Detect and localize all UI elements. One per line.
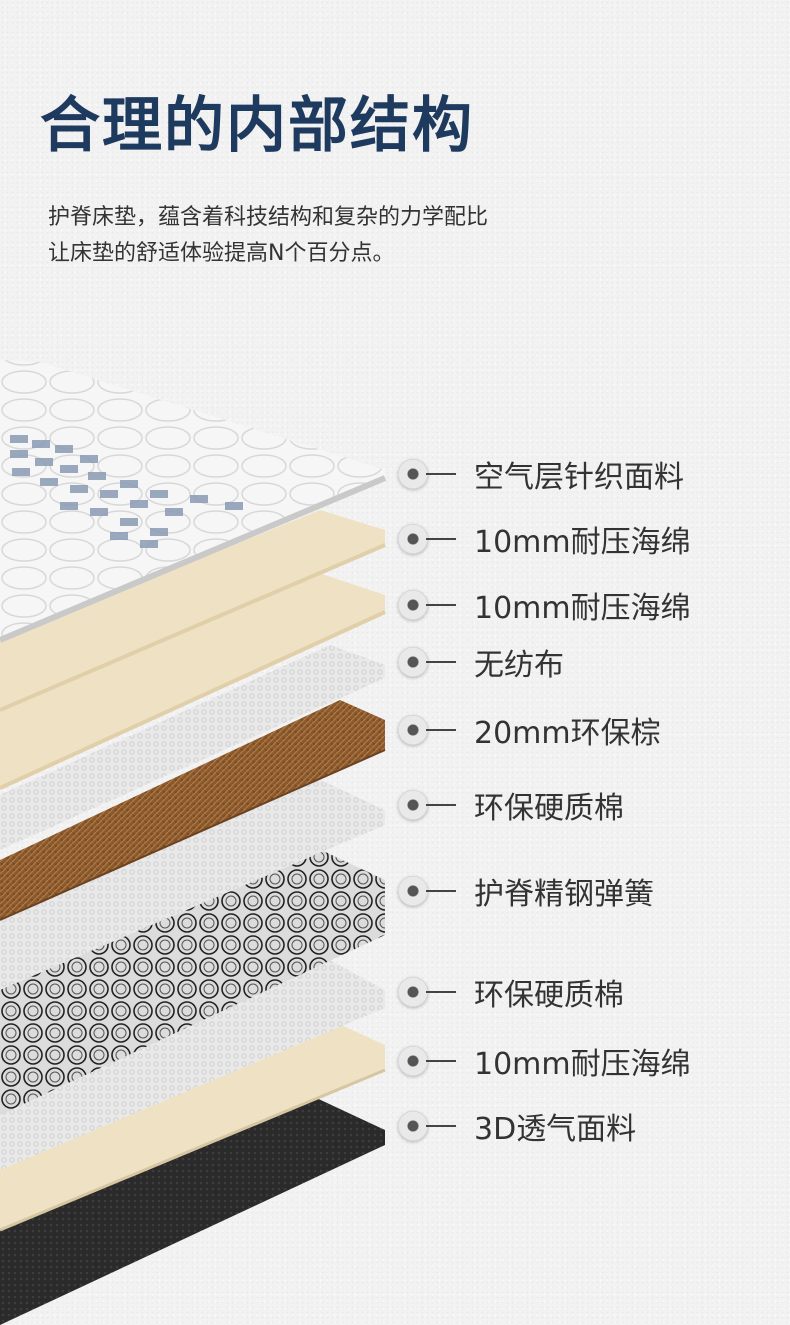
nonwoven-icon bbox=[398, 647, 428, 677]
layer-springs bbox=[0, 840, 385, 1115]
connector-line bbox=[426, 804, 456, 806]
layer-label-row: 护脊精钢弹簧 bbox=[398, 866, 654, 916]
cotton-icon bbox=[398, 790, 428, 820]
layer-label-row: 空气层针织面料 bbox=[398, 449, 684, 499]
page-title: 合理的内部结构 bbox=[40, 91, 474, 161]
connector-line bbox=[426, 538, 456, 540]
subtitle-line-1: 护脊床垫，蕴含着科技结构和复杂的力学配比 bbox=[48, 205, 489, 230]
sponge-icon bbox=[398, 524, 428, 554]
layer-mesh-fabric bbox=[0, 1095, 385, 1325]
layer-nonwoven bbox=[0, 645, 385, 850]
layer-label-row: 3D透气面料 bbox=[398, 1101, 636, 1151]
layer-label-row: 环保硬质棉 bbox=[398, 967, 624, 1017]
mesh-fabric-icon bbox=[398, 1111, 428, 1141]
palm-fiber-icon bbox=[398, 715, 428, 745]
spring-icon bbox=[398, 876, 428, 906]
layer-label: 空气层针织面料 bbox=[474, 460, 684, 495]
layer-label: 3D透气面料 bbox=[474, 1112, 637, 1147]
subtitle-line-2: 让床垫的舒适体验提高N个百分点。 bbox=[48, 241, 395, 266]
connector-line bbox=[426, 1060, 456, 1062]
connector-line bbox=[426, 473, 456, 475]
layer-label-row: 20mm环保棕 bbox=[398, 705, 661, 755]
layer-label: 10mm耐压海绵 bbox=[474, 591, 691, 626]
connector-line bbox=[426, 991, 456, 993]
sponge-icon bbox=[398, 1046, 428, 1076]
layer-label: 10mm耐压海绵 bbox=[474, 525, 691, 560]
layer-label: 护脊精钢弹簧 bbox=[474, 877, 654, 912]
layer-cotton-upper bbox=[0, 780, 385, 990]
connector-line bbox=[426, 604, 456, 606]
layer-label: 无纺布 bbox=[474, 648, 564, 683]
page-subtitle: 护脊床垫，蕴含着科技结构和复杂的力学配比 让床垫的舒适体验提高N个百分点。 bbox=[48, 200, 488, 272]
mattress-layers-illustration bbox=[0, 360, 387, 1325]
layer-label-row: 10mm耐压海绵 bbox=[398, 1036, 691, 1086]
layer-palm-fiber bbox=[0, 700, 385, 920]
layer-label: 10mm耐压海绵 bbox=[474, 1047, 691, 1082]
layer-label-row: 无纺布 bbox=[398, 637, 564, 687]
layer-label: 20mm环保棕 bbox=[474, 716, 661, 751]
connector-line bbox=[426, 1125, 456, 1127]
knit-fabric-icon bbox=[398, 459, 428, 489]
layer-sponge-middle bbox=[0, 570, 385, 788]
layer-label-row: 10mm耐压海绵 bbox=[398, 514, 691, 564]
cotton-icon bbox=[398, 977, 428, 1007]
connector-line bbox=[426, 729, 456, 731]
layer-cotton-lower bbox=[0, 955, 385, 1170]
layer-sponge-top bbox=[0, 510, 385, 710]
sponge-icon bbox=[398, 590, 428, 620]
connector-line bbox=[426, 890, 456, 892]
connector-line bbox=[426, 661, 456, 663]
layer-label-row: 环保硬质棉 bbox=[398, 780, 624, 830]
knit-pattern bbox=[10, 435, 243, 548]
layer-label: 环保硬质棉 bbox=[474, 791, 624, 826]
layer-label-row: 10mm耐压海绵 bbox=[398, 580, 691, 630]
layer-sponge-bottom bbox=[0, 1020, 385, 1230]
layer-label: 环保硬质棉 bbox=[474, 978, 624, 1013]
